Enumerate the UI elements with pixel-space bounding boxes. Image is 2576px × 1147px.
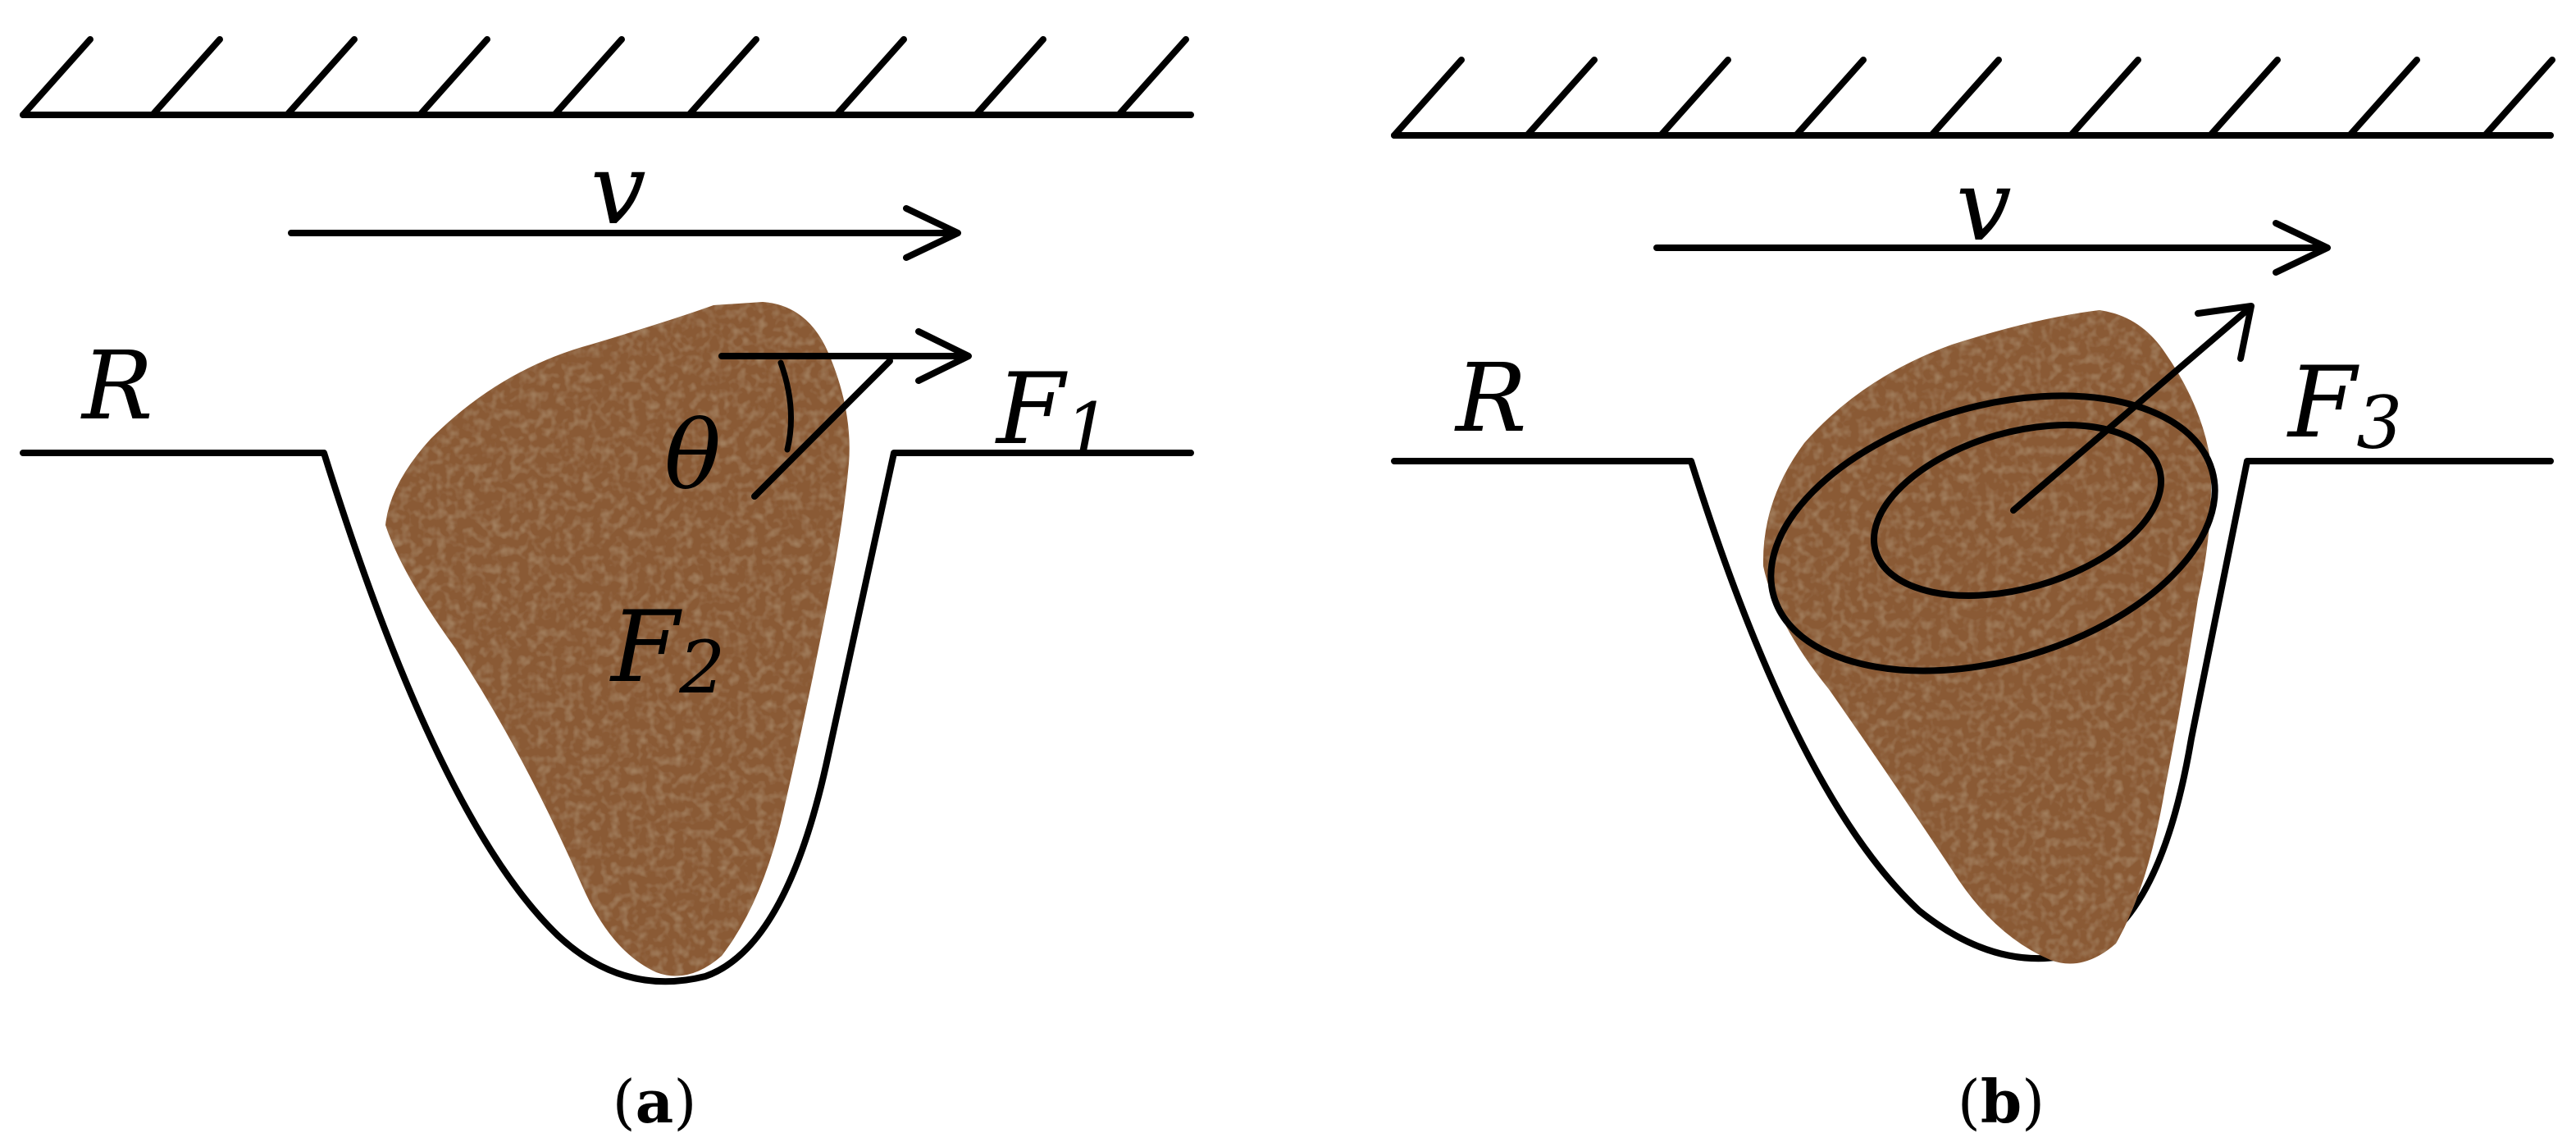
rotation-loop-inner <box>1871 422 2164 599</box>
caption-a: (a) <box>613 1067 697 1136</box>
wear-particle-a <box>385 302 850 976</box>
velocity-label-b: v <box>1956 149 2012 263</box>
force-f3-arrowhead <box>2195 303 2255 362</box>
velocity-arrowhead-a <box>903 205 961 261</box>
force-f1-label: F1 <box>995 353 1110 472</box>
panel-b: v R F3 (b) <box>1391 57 2555 1136</box>
ceiling-wall-a <box>20 36 1194 118</box>
force-f3-arrow <box>2010 307 2250 514</box>
velocity-arrowhead-b <box>2273 220 2331 276</box>
rotation-loop-outer <box>1767 392 2218 674</box>
caption-b: (b) <box>1958 1067 2045 1136</box>
angle-arc-a <box>777 359 794 453</box>
surface-label-b: R <box>1454 344 1527 454</box>
force-f2-label: F2 <box>609 591 725 710</box>
force-f3-label: F3 <box>2286 346 2402 465</box>
ceiling-wall-b <box>1391 57 2555 139</box>
angle-line-a <box>751 358 893 500</box>
angle-theta-label: θ <box>664 401 721 511</box>
surface-profile-a <box>20 450 1194 985</box>
surface-profile-b <box>1391 458 2554 962</box>
panel-a: v R F1 θ F2 (a) <box>20 36 1194 1136</box>
force-f1-arrowhead <box>915 328 972 384</box>
surface-label-a: R <box>80 331 153 441</box>
wear-particle-b <box>1762 310 2211 964</box>
velocity-label-a: v <box>590 133 646 247</box>
